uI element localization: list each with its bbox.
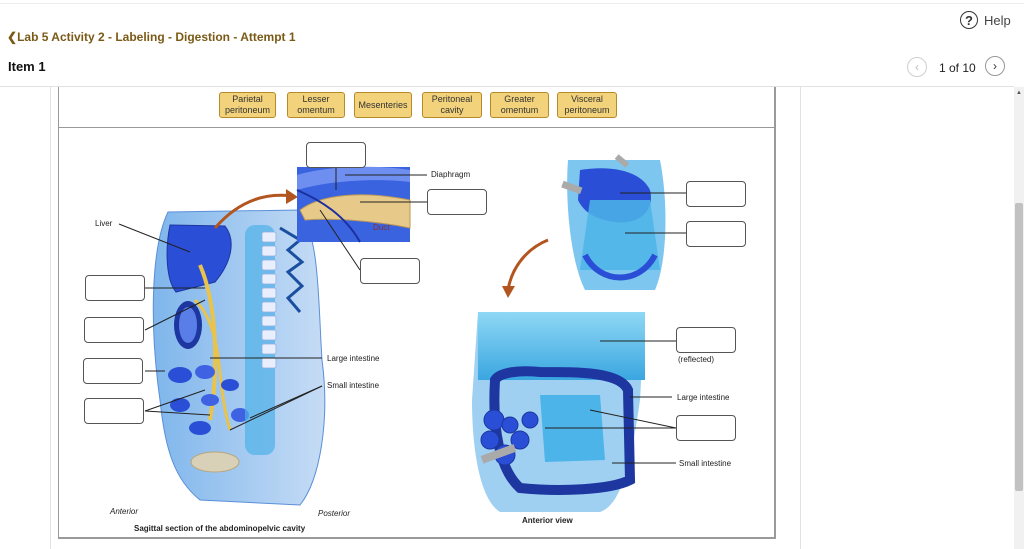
small-intestine-label-anterior: Small intestine [679,459,732,468]
item-counter: 1 of 10 [939,61,976,75]
term-line: peritoneum [224,105,271,115]
anterior-label: Anterior [110,507,139,516]
label-drop-target-3[interactable] [360,258,420,284]
label-drop-target-9[interactable] [686,221,746,247]
sagittal-caption: Sagittal section of the abdominopelvic c… [134,524,306,533]
back-link[interactable]: ❮Lab 5 Activity 2 - Labeling - Digestion… [7,30,296,44]
term-line: omentum [297,105,335,115]
label-drop-target-1[interactable] [306,142,366,168]
help-button[interactable]: ? Help [960,11,1011,29]
leader-lines [118,167,686,464]
question-circle-icon: ? [960,11,978,29]
sagittal-section-figure [152,189,326,506]
label-drop-target-8[interactable] [686,181,746,207]
term-line: Parietal [232,94,263,104]
label-drop-target-4[interactable] [85,275,145,301]
diaphragm-label: Diaphragm [431,170,471,179]
posterior-label: Posterior [318,509,351,518]
term-line: Visceral [571,94,603,104]
label-drop-target-2[interactable] [427,189,487,215]
anatomy-illustration [118,154,686,512]
term-line: Lesser [302,94,330,104]
large-intestine-label-anterior: Large intestine [677,393,730,402]
label-drop-target-11[interactable] [676,415,736,441]
label-drop-target-6[interactable] [83,358,143,384]
anterior-view-figure [472,312,645,512]
top-divider [0,3,1024,4]
small-intestine-label-sagittal: Small intestine [327,381,380,390]
liver-label: Liver [95,219,113,228]
reflected-label: (reflected) [678,355,715,364]
chevron-left-icon: ❮ [7,30,18,44]
term-bank-divider [59,127,775,128]
previous-item-button[interactable]: ‹ [907,57,927,77]
label-drop-target-5[interactable] [84,317,144,343]
right-pane-border [800,87,801,549]
term-line: peritoneum [564,105,610,115]
term-line: Mesenteries [358,99,408,110]
item-title: Item 1 [8,59,46,74]
scrollbar-thumb[interactable] [1015,203,1023,491]
term-line: Peritoneal [431,94,473,104]
term-line: cavity [440,105,464,115]
term-line: omentum [500,105,539,115]
chevron-right-icon: › [993,59,997,73]
stomach-figure [502,154,666,298]
back-link-label: Lab 5 Activity 2 - Labeling - Digestion … [17,30,296,44]
diaphragm-inset [296,166,411,243]
term-line: Greater [504,94,535,104]
term-chip-mesenteries[interactable]: Mesenteries [354,92,412,118]
next-item-button[interactable]: › [985,56,1005,76]
help-label: Help [984,12,1011,28]
header-divider [0,86,1014,87]
left-pane-border [50,87,51,549]
label-drop-target-10[interactable] [676,327,736,353]
label-drop-target-7[interactable] [84,398,144,424]
chevron-left-icon: ‹ [915,60,919,74]
scroll-up-arrow-icon[interactable]: ▲ [1016,90,1022,96]
duct-label: Duct [373,223,390,232]
large-intestine-label-sagittal: Large intestine [327,354,380,363]
anterior-view-caption: Anterior view [522,516,573,525]
